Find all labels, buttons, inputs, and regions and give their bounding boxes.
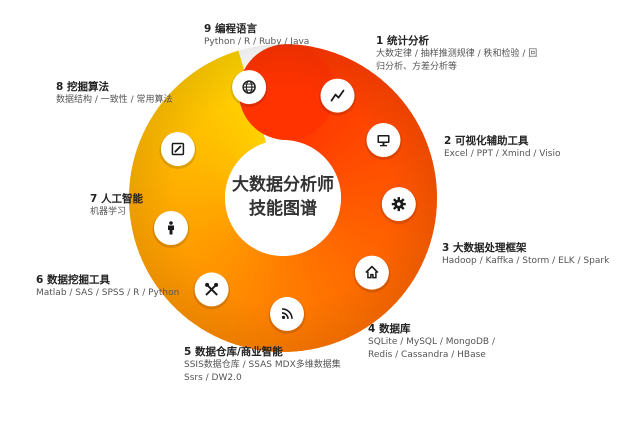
ring-hole bbox=[225, 140, 341, 256]
segment-desc-line: 归分析、方差分析等 bbox=[376, 61, 458, 72]
segment-title: 7 人工智能 bbox=[90, 193, 143, 205]
segment-node bbox=[380, 187, 418, 225]
segment-label-visualization: 2 可视化辅助工具 Excel / PPT / Xmind / Visio bbox=[444, 134, 634, 161]
globe-icon bbox=[242, 80, 256, 94]
segment-desc-line: 数据结构 / 一致性 / 常用算法 bbox=[56, 95, 173, 105]
segment-title: 1 统计分析 bbox=[376, 35, 429, 47]
segment-desc-line: Excel / PPT / Xmind / Visio bbox=[444, 149, 561, 159]
segment-title: 8 挖掘算法 bbox=[56, 81, 109, 93]
home-icon bbox=[365, 265, 379, 279]
segment-node bbox=[319, 78, 356, 116]
segment-node bbox=[193, 272, 231, 310]
segment-node bbox=[353, 255, 391, 293]
segment-label-warehouse: 5 数据仓库/商业智能 SSIS数据仓库 / SSAS MDX多维数据集 Ssr… bbox=[184, 345, 444, 384]
segment-title: 3 大数据处理框架 bbox=[442, 242, 527, 254]
edit-icon bbox=[171, 142, 185, 156]
tools-icon bbox=[205, 282, 219, 296]
segment-node bbox=[365, 123, 402, 160]
segment-desc-line: Ssrs / DW2.0 bbox=[184, 372, 242, 383]
monitor-icon bbox=[377, 135, 390, 147]
line-chart-icon bbox=[330, 89, 345, 102]
segment-label-statistics: 1 统计分析 大数定律 / 抽样推测规律 / 秩和检验 / 回 归分析、方差分析… bbox=[376, 34, 634, 73]
segment-label-mining-tools: 6 数据挖掘工具 Matlab / SAS / SPSS / R / Pytho… bbox=[36, 273, 296, 300]
diagram-title-line1: 大数据分析师 bbox=[232, 175, 334, 195]
segment-node bbox=[230, 70, 268, 108]
segment-desc-line: SSIS数据仓库 / SSAS MDX多维数据集 bbox=[184, 360, 341, 370]
segment-title: 6 数据挖掘工具 bbox=[36, 274, 110, 286]
segment-desc-line: 机器学习 bbox=[90, 207, 127, 217]
segment-desc-line: Redis / Cassandra / HBase bbox=[368, 349, 486, 360]
segment-node bbox=[268, 296, 306, 334]
segment-label-ai: 7 人工智能 机器学习 bbox=[90, 192, 350, 219]
segment-title: 2 可视化辅助工具 bbox=[444, 135, 529, 147]
segment-node bbox=[159, 132, 197, 169]
rss-icon bbox=[281, 308, 293, 320]
node-disc bbox=[270, 296, 304, 331]
diagram-title: 大数据分析师 技能图谱 bbox=[223, 173, 343, 221]
segment-desc-line: Hadoop / Kaffka / Storm / ELK / Spark bbox=[442, 256, 610, 266]
segment-node bbox=[152, 211, 190, 248]
node-disc bbox=[354, 255, 389, 290]
segment-title: 9 编程语言 bbox=[204, 23, 257, 35]
person-icon bbox=[168, 221, 174, 235]
diagram-title-line2: 技能图谱 bbox=[249, 199, 317, 219]
segment-label-database: 4 数据库 SQLite / MySQL / MongoDB / Redis /… bbox=[368, 322, 628, 361]
segment-title: 5 数据仓库/商业智能 bbox=[184, 346, 283, 358]
segment-desc-line: Python / R / Ruby / Java bbox=[204, 37, 310, 47]
segment-title: 4 数据库 bbox=[368, 323, 411, 335]
segment-desc-line: SQLite / MySQL / MongoDB / bbox=[368, 337, 495, 347]
segment-desc-line: Matlab / SAS / SPSS / R / Python bbox=[36, 288, 180, 298]
segment-label-frameworks: 3 大数据处理框架 Hadoop / Kaffka / Storm / ELK … bbox=[442, 241, 634, 268]
gear-icon bbox=[391, 197, 406, 212]
segment-label-algorithms: 8 挖掘算法 数据结构 / 一致性 / 常用算法 bbox=[56, 80, 316, 107]
segment-label-programming: 9 编程语言 Python / R / Ruby / Java bbox=[204, 22, 464, 49]
segment-desc-line: 大数定律 / 抽样推测规律 / 秩和检验 / 回 bbox=[376, 49, 538, 59]
